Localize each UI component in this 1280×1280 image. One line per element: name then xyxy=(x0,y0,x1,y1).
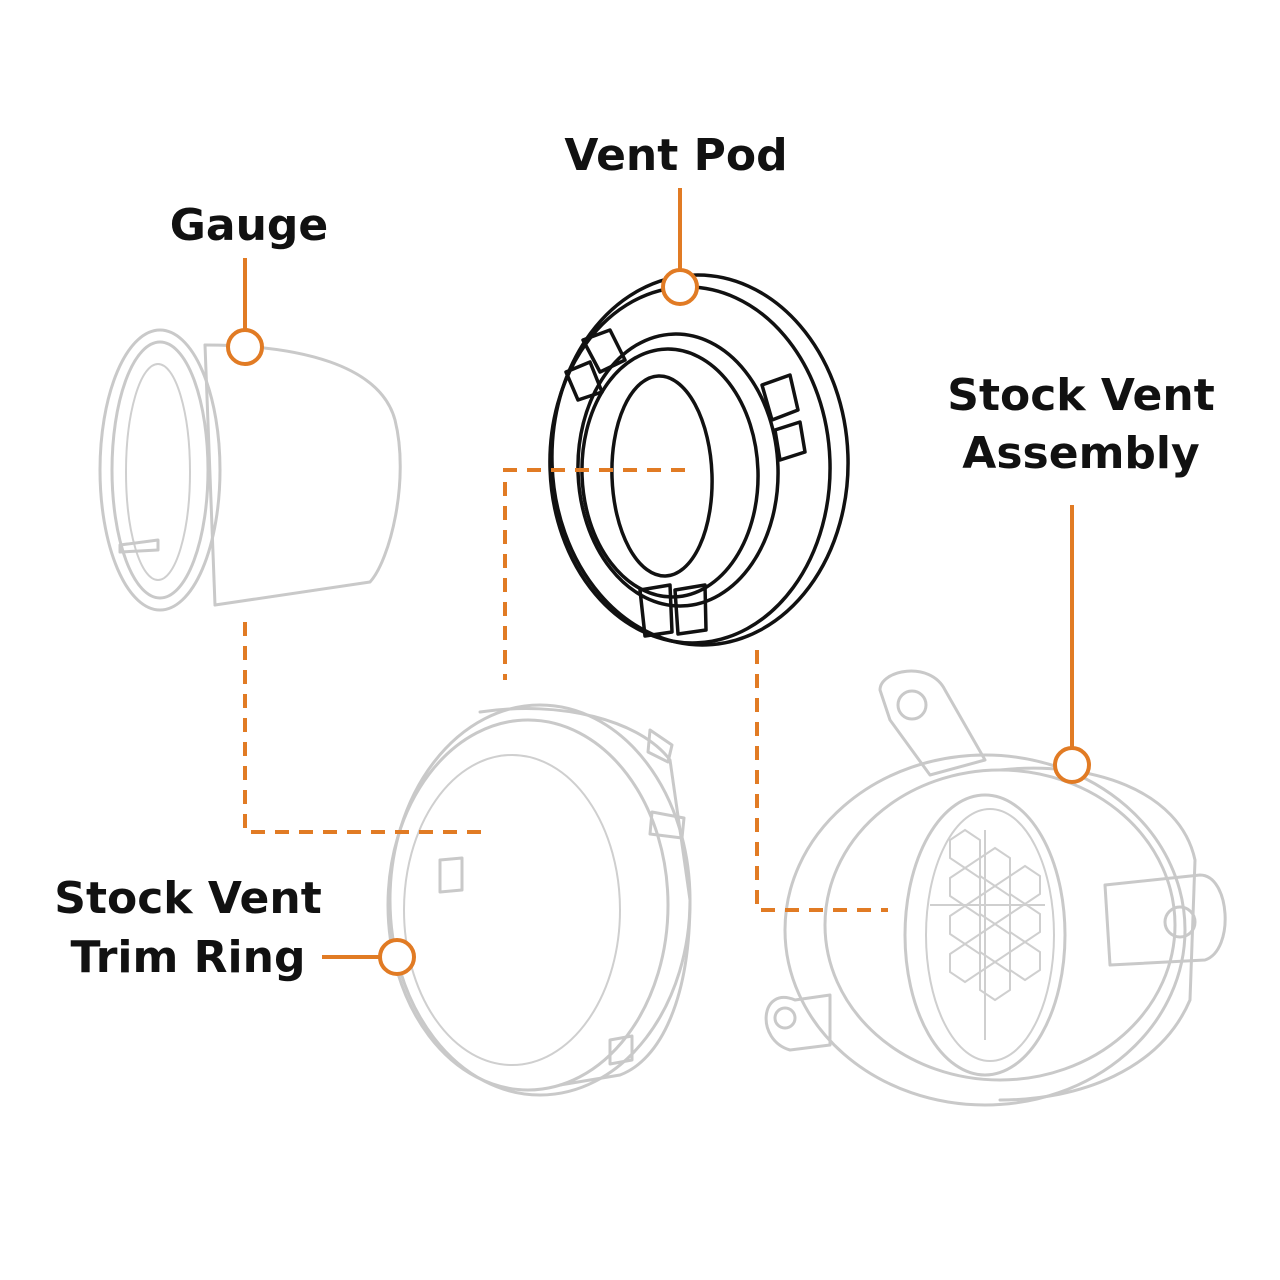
stock-vent-trim-ring-callout-dot xyxy=(378,938,416,976)
stock-vent-trim-ring-label-line1: Stock Vent xyxy=(54,873,321,924)
stock-vent-trim-ring-part xyxy=(386,703,692,1097)
stock-vent-assembly-label-line1: Stock Vent xyxy=(947,370,1214,421)
stock-vent-assembly-part xyxy=(764,669,1227,1107)
stock-vent-assembly-label-line2: Assembly xyxy=(962,428,1199,479)
gauge-to-trim-ring-line xyxy=(243,622,485,834)
pod-to-assembly-line xyxy=(755,650,888,912)
stock-vent-trim-ring-label-line2: Trim Ring xyxy=(71,932,306,983)
callout-stock-vent-trim-ring xyxy=(322,938,416,976)
gauge-callout-dot xyxy=(226,328,264,366)
vent-pod-part xyxy=(548,273,850,647)
gauge-label: Gauge xyxy=(170,200,328,251)
stock-vent-assembly-callout-dot xyxy=(1053,746,1091,784)
alignment-lines xyxy=(243,468,888,912)
callout-gauge xyxy=(226,258,264,366)
gauge-part xyxy=(98,328,402,612)
callout-vent-pod xyxy=(661,188,699,306)
pod-to-trim-ring-line xyxy=(503,468,685,680)
vent-pod-label: Vent Pod xyxy=(564,130,787,181)
callout-stock-vent-assembly xyxy=(1053,505,1091,784)
vent-pod-callout-dot xyxy=(661,268,699,306)
